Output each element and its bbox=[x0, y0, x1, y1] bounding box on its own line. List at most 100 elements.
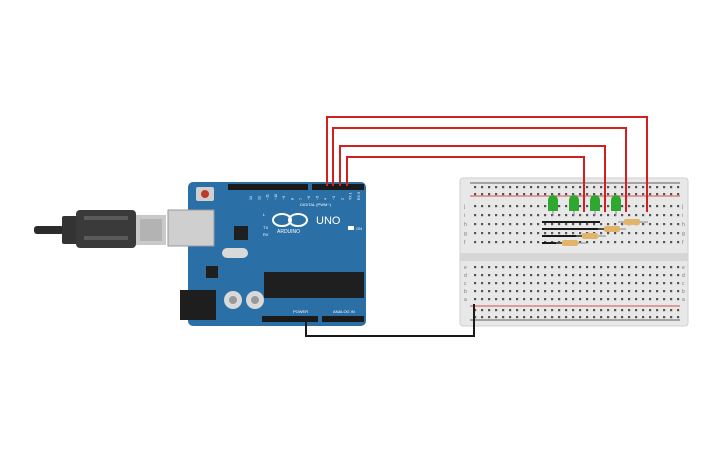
terminal-hole[interactable] bbox=[586, 241, 589, 244]
rail-hole[interactable] bbox=[474, 193, 477, 196]
rail-hole[interactable] bbox=[495, 316, 498, 319]
rail-hole[interactable] bbox=[628, 186, 631, 189]
rail-hole[interactable] bbox=[530, 193, 533, 196]
rail-hole[interactable] bbox=[523, 193, 526, 196]
terminal-hole[interactable] bbox=[677, 274, 680, 277]
resistor[interactable] bbox=[556, 240, 586, 246]
rail-hole[interactable] bbox=[621, 193, 624, 196]
rail-hole[interactable] bbox=[474, 309, 477, 312]
rail-hole[interactable] bbox=[670, 309, 673, 312]
resistor[interactable] bbox=[576, 233, 606, 239]
rail-hole[interactable] bbox=[537, 309, 540, 312]
terminal-hole[interactable] bbox=[642, 298, 645, 301]
rail-hole[interactable] bbox=[502, 309, 505, 312]
terminal-hole[interactable] bbox=[474, 205, 477, 208]
terminal-hole[interactable] bbox=[572, 232, 575, 235]
terminal-hole[interactable] bbox=[642, 214, 645, 217]
rail-hole[interactable] bbox=[495, 309, 498, 312]
terminal-hole[interactable] bbox=[495, 282, 498, 285]
terminal-hole[interactable] bbox=[579, 223, 582, 226]
terminal-hole[interactable] bbox=[502, 214, 505, 217]
terminal-hole[interactable] bbox=[502, 282, 505, 285]
terminal-hole[interactable] bbox=[656, 266, 659, 269]
rail-hole[interactable] bbox=[488, 193, 491, 196]
rail-hole[interactable] bbox=[593, 193, 596, 196]
terminal-hole[interactable] bbox=[544, 298, 547, 301]
terminal-hole[interactable] bbox=[488, 241, 491, 244]
terminal-hole[interactable] bbox=[530, 205, 533, 208]
rail-hole[interactable] bbox=[607, 186, 610, 189]
rail-hole[interactable] bbox=[670, 186, 673, 189]
terminal-hole[interactable] bbox=[677, 241, 680, 244]
terminal-hole[interactable] bbox=[579, 290, 582, 293]
rail-hole[interactable] bbox=[607, 316, 610, 319]
terminal-hole[interactable] bbox=[488, 274, 491, 277]
terminal-hole[interactable] bbox=[635, 232, 638, 235]
terminal-hole[interactable] bbox=[558, 282, 561, 285]
rail-hole[interactable] bbox=[656, 309, 659, 312]
rail-hole[interactable] bbox=[572, 193, 575, 196]
rail-hole[interactable] bbox=[614, 193, 617, 196]
terminal-hole[interactable] bbox=[635, 266, 638, 269]
rail-hole[interactable] bbox=[614, 309, 617, 312]
terminal-hole[interactable] bbox=[677, 205, 680, 208]
terminal-hole[interactable] bbox=[642, 241, 645, 244]
rail-hole[interactable] bbox=[530, 186, 533, 189]
terminal-hole[interactable] bbox=[621, 214, 624, 217]
rail-hole[interactable] bbox=[523, 316, 526, 319]
rail-hole[interactable] bbox=[474, 186, 477, 189]
terminal-hole[interactable] bbox=[607, 241, 610, 244]
usb-cable[interactable] bbox=[34, 210, 166, 248]
ground-wire[interactable] bbox=[305, 304, 475, 337]
terminal-hole[interactable] bbox=[481, 223, 484, 226]
terminal-hole[interactable] bbox=[586, 282, 589, 285]
rail-hole[interactable] bbox=[579, 193, 582, 196]
terminal-hole[interactable] bbox=[509, 223, 512, 226]
terminal-hole[interactable] bbox=[614, 232, 617, 235]
terminal-hole[interactable] bbox=[474, 282, 477, 285]
terminal-hole[interactable] bbox=[509, 274, 512, 277]
terminal-hole[interactable] bbox=[565, 223, 568, 226]
terminal-hole[interactable] bbox=[495, 241, 498, 244]
terminal-hole[interactable] bbox=[488, 298, 491, 301]
terminal-hole[interactable] bbox=[642, 205, 645, 208]
terminal-hole[interactable] bbox=[565, 205, 568, 208]
rail-hole[interactable] bbox=[509, 316, 512, 319]
terminal-hole[interactable] bbox=[516, 274, 519, 277]
terminal-hole[interactable] bbox=[663, 205, 666, 208]
rail-hole[interactable] bbox=[516, 186, 519, 189]
terminal-hole[interactable] bbox=[621, 223, 624, 226]
terminal-hole[interactable] bbox=[502, 290, 505, 293]
terminal-hole[interactable] bbox=[586, 214, 589, 217]
red-wires[interactable] bbox=[326, 116, 648, 212]
terminal-hole[interactable] bbox=[544, 223, 547, 226]
terminal-hole[interactable] bbox=[537, 266, 540, 269]
rail-hole[interactable] bbox=[593, 309, 596, 312]
terminal-hole[interactable] bbox=[565, 290, 568, 293]
resistor[interactable] bbox=[618, 219, 648, 225]
terminal-hole[interactable] bbox=[530, 274, 533, 277]
terminal-hole[interactable] bbox=[600, 282, 603, 285]
terminal-hole[interactable] bbox=[614, 298, 617, 301]
rail-hole[interactable] bbox=[544, 316, 547, 319]
wire-pin-5[interactable] bbox=[339, 145, 606, 212]
terminal-hole[interactable] bbox=[516, 298, 519, 301]
rail-hole[interactable] bbox=[663, 316, 666, 319]
terminal-hole[interactable] bbox=[670, 241, 673, 244]
terminal-hole[interactable] bbox=[481, 282, 484, 285]
terminal-hole[interactable] bbox=[607, 214, 610, 217]
terminal-hole[interactable] bbox=[586, 298, 589, 301]
rail-hole[interactable] bbox=[544, 193, 547, 196]
terminal-hole[interactable] bbox=[474, 290, 477, 293]
terminal-hole[interactable] bbox=[628, 205, 631, 208]
rail-hole[interactable] bbox=[488, 309, 491, 312]
terminal-hole[interactable] bbox=[558, 223, 561, 226]
wire-pin-6[interactable] bbox=[332, 127, 627, 212]
terminal-hole[interactable] bbox=[537, 274, 540, 277]
rail-hole[interactable] bbox=[677, 316, 680, 319]
terminal-hole[interactable] bbox=[593, 214, 596, 217]
rail-hole[interactable] bbox=[488, 186, 491, 189]
terminal-hole[interactable] bbox=[488, 266, 491, 269]
breadboard-holes[interactable] bbox=[474, 186, 680, 319]
terminal-hole[interactable] bbox=[656, 290, 659, 293]
